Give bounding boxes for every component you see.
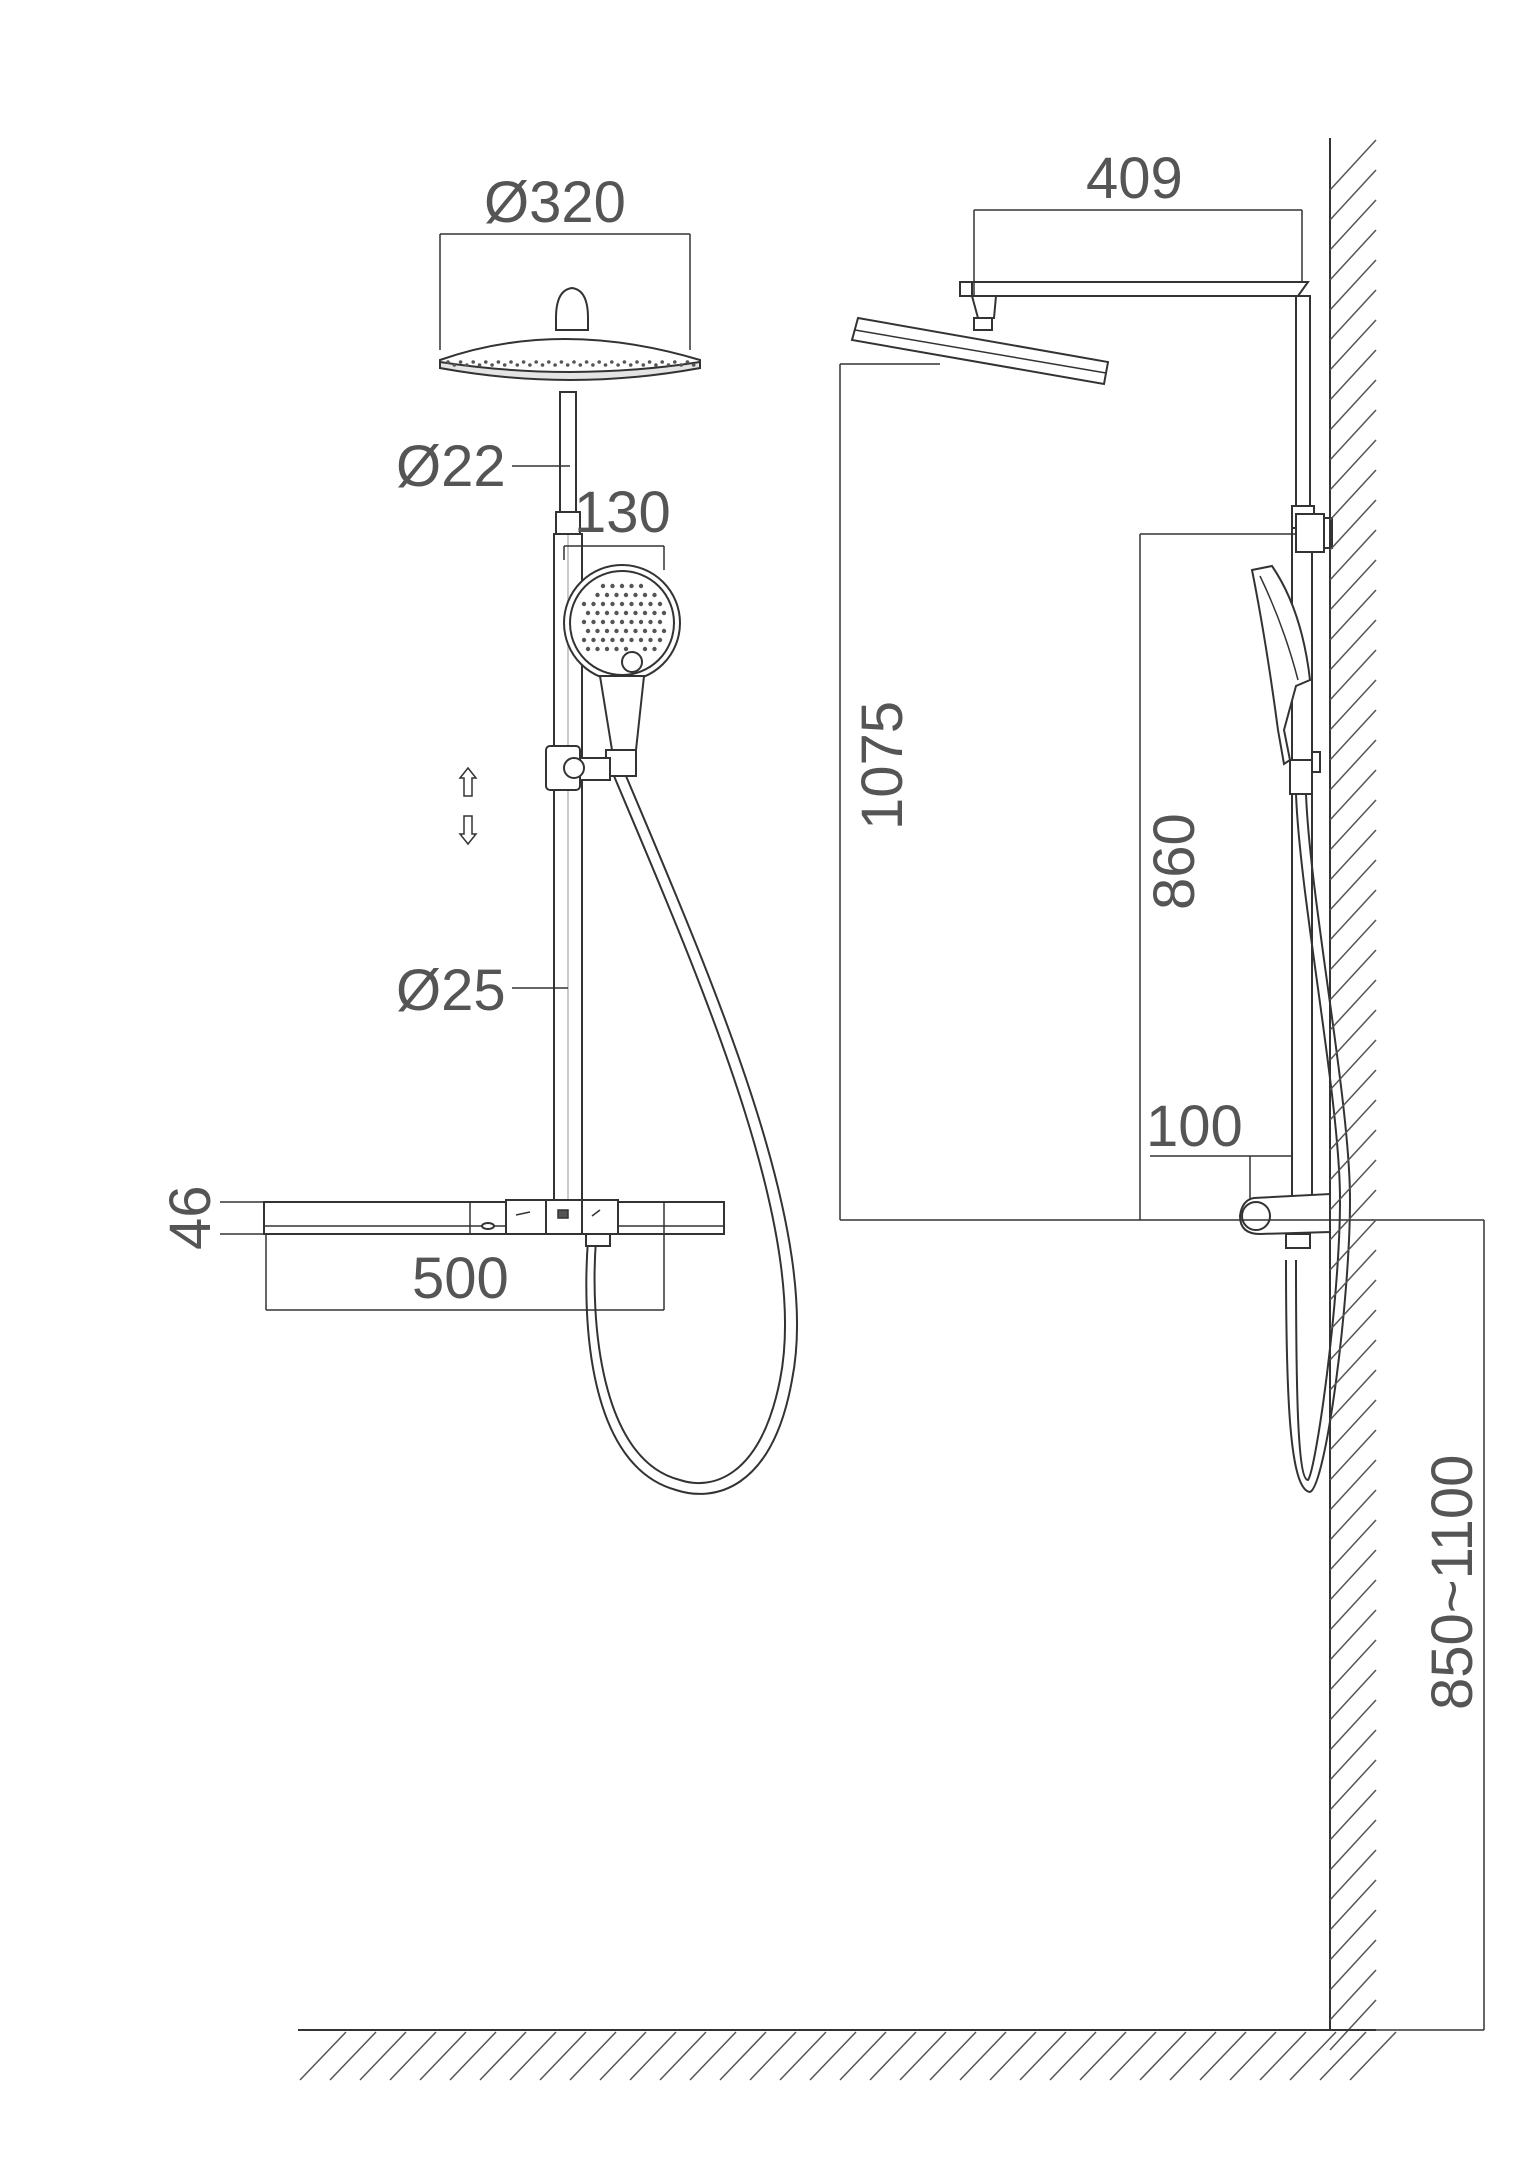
dim-mixer-depth: 100 bbox=[1146, 1094, 1243, 1159]
hose-front bbox=[593, 775, 787, 1484]
hose-side bbox=[1295, 793, 1342, 1482]
swivel-connector-side bbox=[970, 295, 998, 319]
side-dimensions: 409 1075 860 100 850~1100 bbox=[839, 146, 1485, 2031]
wall-bracket-side bbox=[1295, 513, 1325, 553]
dim-hand-shower-width: 130 bbox=[574, 480, 671, 545]
dim-shelf-width: 500 bbox=[412, 1246, 509, 1311]
wall-hatching bbox=[1329, 139, 1377, 2051]
hand-shower-nozzles bbox=[581, 583, 667, 652]
slide-holder-side bbox=[1289, 759, 1313, 795]
slide-holder-front bbox=[545, 745, 611, 791]
hose-side-inner bbox=[1285, 793, 1352, 1494]
adjust-arrows-icon bbox=[458, 766, 478, 846]
floor bbox=[298, 2029, 1397, 2081]
dim-upper-pipe-diameter: Ø22 bbox=[396, 434, 506, 499]
dim-hand-holder-height: 860 bbox=[1142, 813, 1207, 910]
rain-head-nozzles bbox=[446, 360, 696, 367]
side-view bbox=[850, 281, 1352, 1494]
dim-lower-pipe-diameter: Ø25 bbox=[396, 958, 506, 1023]
riser-pipe-side bbox=[1295, 295, 1311, 507]
front-dimensions: Ø320 Ø22 130 Ø25 46 500 bbox=[158, 170, 691, 1311]
dim-install-height: 850~1100 bbox=[1420, 1455, 1485, 1710]
shower-arm-side bbox=[959, 281, 1310, 297]
rain-shower-head-front bbox=[439, 286, 701, 381]
front-view bbox=[263, 286, 799, 1495]
hand-shower-front bbox=[563, 564, 681, 777]
dim-arm-projection: 409 bbox=[1086, 146, 1183, 211]
hose-front-inner bbox=[585, 775, 799, 1495]
floor-hatching bbox=[299, 2031, 1397, 2081]
thermostatic-shelf-front bbox=[263, 1199, 725, 1247]
dim-rain-head-diameter: Ø320 bbox=[484, 170, 626, 235]
dim-rain-head-height: 1075 bbox=[850, 701, 915, 830]
dim-shelf-height: 46 bbox=[158, 1185, 223, 1250]
wall bbox=[1329, 138, 1377, 2051]
hand-shower-side bbox=[1250, 564, 1312, 766]
